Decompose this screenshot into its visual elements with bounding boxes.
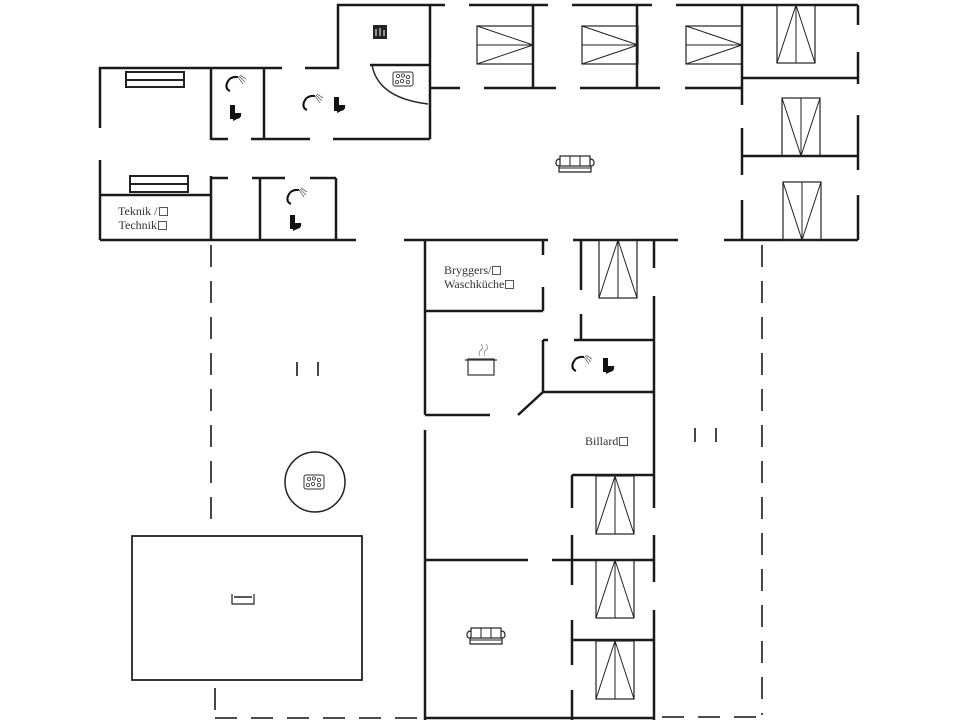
toilet-icon <box>334 97 346 113</box>
pool-icon <box>131 535 363 681</box>
label-line1: Bryggers/ <box>444 263 492 277</box>
double-bed-icon <box>595 559 635 619</box>
shower-icon <box>225 74 247 92</box>
double-bed-icon <box>776 4 816 64</box>
kitchen-pot-icon <box>465 343 497 376</box>
double-bed-icon <box>781 97 821 157</box>
double-bed-icon <box>595 475 635 535</box>
whirlpool-icon <box>392 71 414 87</box>
walls <box>98 3 860 720</box>
single-bed-icon <box>125 71 189 193</box>
double-bed-icon <box>598 239 638 299</box>
sofa-icon <box>555 155 595 173</box>
label-line1: Billard <box>585 434 619 448</box>
double-bed-icon <box>782 181 822 241</box>
terrace-outline <box>210 245 763 719</box>
outdoor-whirlpool-icon <box>284 451 346 513</box>
toilet-icon <box>290 215 302 231</box>
label-line1: Teknik / <box>118 204 158 218</box>
label-line2: Waschküche <box>444 277 505 291</box>
room-label-billard: Billard <box>585 434 629 448</box>
double-bed-icon <box>581 25 639 65</box>
sauna-icon <box>373 25 387 39</box>
room-label-teknik: Teknik / Technik <box>118 204 168 232</box>
shower-icon <box>286 187 308 205</box>
sofa-icon <box>466 627 506 645</box>
toilet-icon <box>230 105 242 121</box>
toilet-icon <box>603 358 615 374</box>
shower-icon <box>571 354 593 372</box>
dividers <box>296 362 717 442</box>
double-bed-icon <box>685 25 743 65</box>
double-bed-icon <box>595 640 635 700</box>
shower-icon <box>302 93 324 111</box>
room-label-bryggers: Bryggers/ Waschküche <box>444 263 515 291</box>
double-bed-icon <box>476 25 534 65</box>
sauna-door-arc <box>371 64 429 105</box>
label-line2: Technik <box>118 218 157 232</box>
